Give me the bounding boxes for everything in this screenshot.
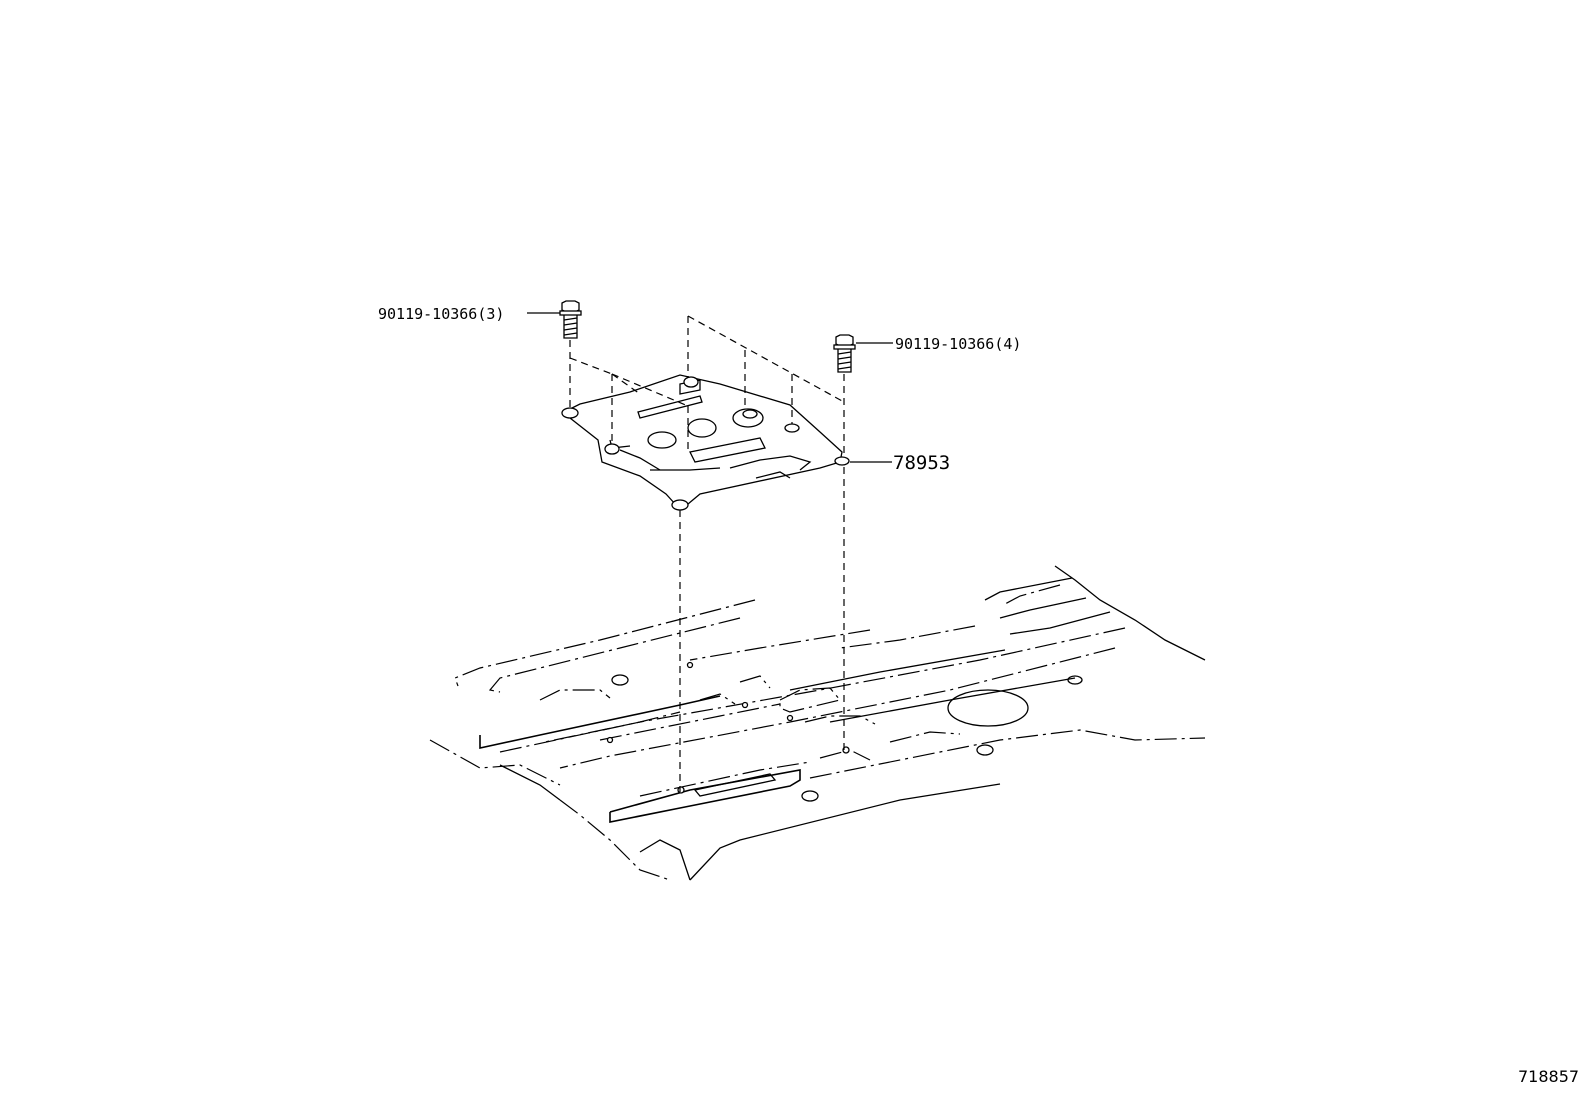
bolt-left [559,300,582,339]
illustration-id: 718857 [1518,1067,1579,1086]
floor-pan [429,565,1206,881]
callout-leaders [527,312,893,463]
callout-cover-plate: 78953 [893,452,950,474]
bolt-right [833,334,856,373]
cover-plate [561,374,850,511]
callout-bolt-right: 90119-10366(4) [895,335,1021,353]
callout-bolt-left: 90119-10366(3) [378,305,504,323]
assembly-guide-lines [569,315,845,792]
